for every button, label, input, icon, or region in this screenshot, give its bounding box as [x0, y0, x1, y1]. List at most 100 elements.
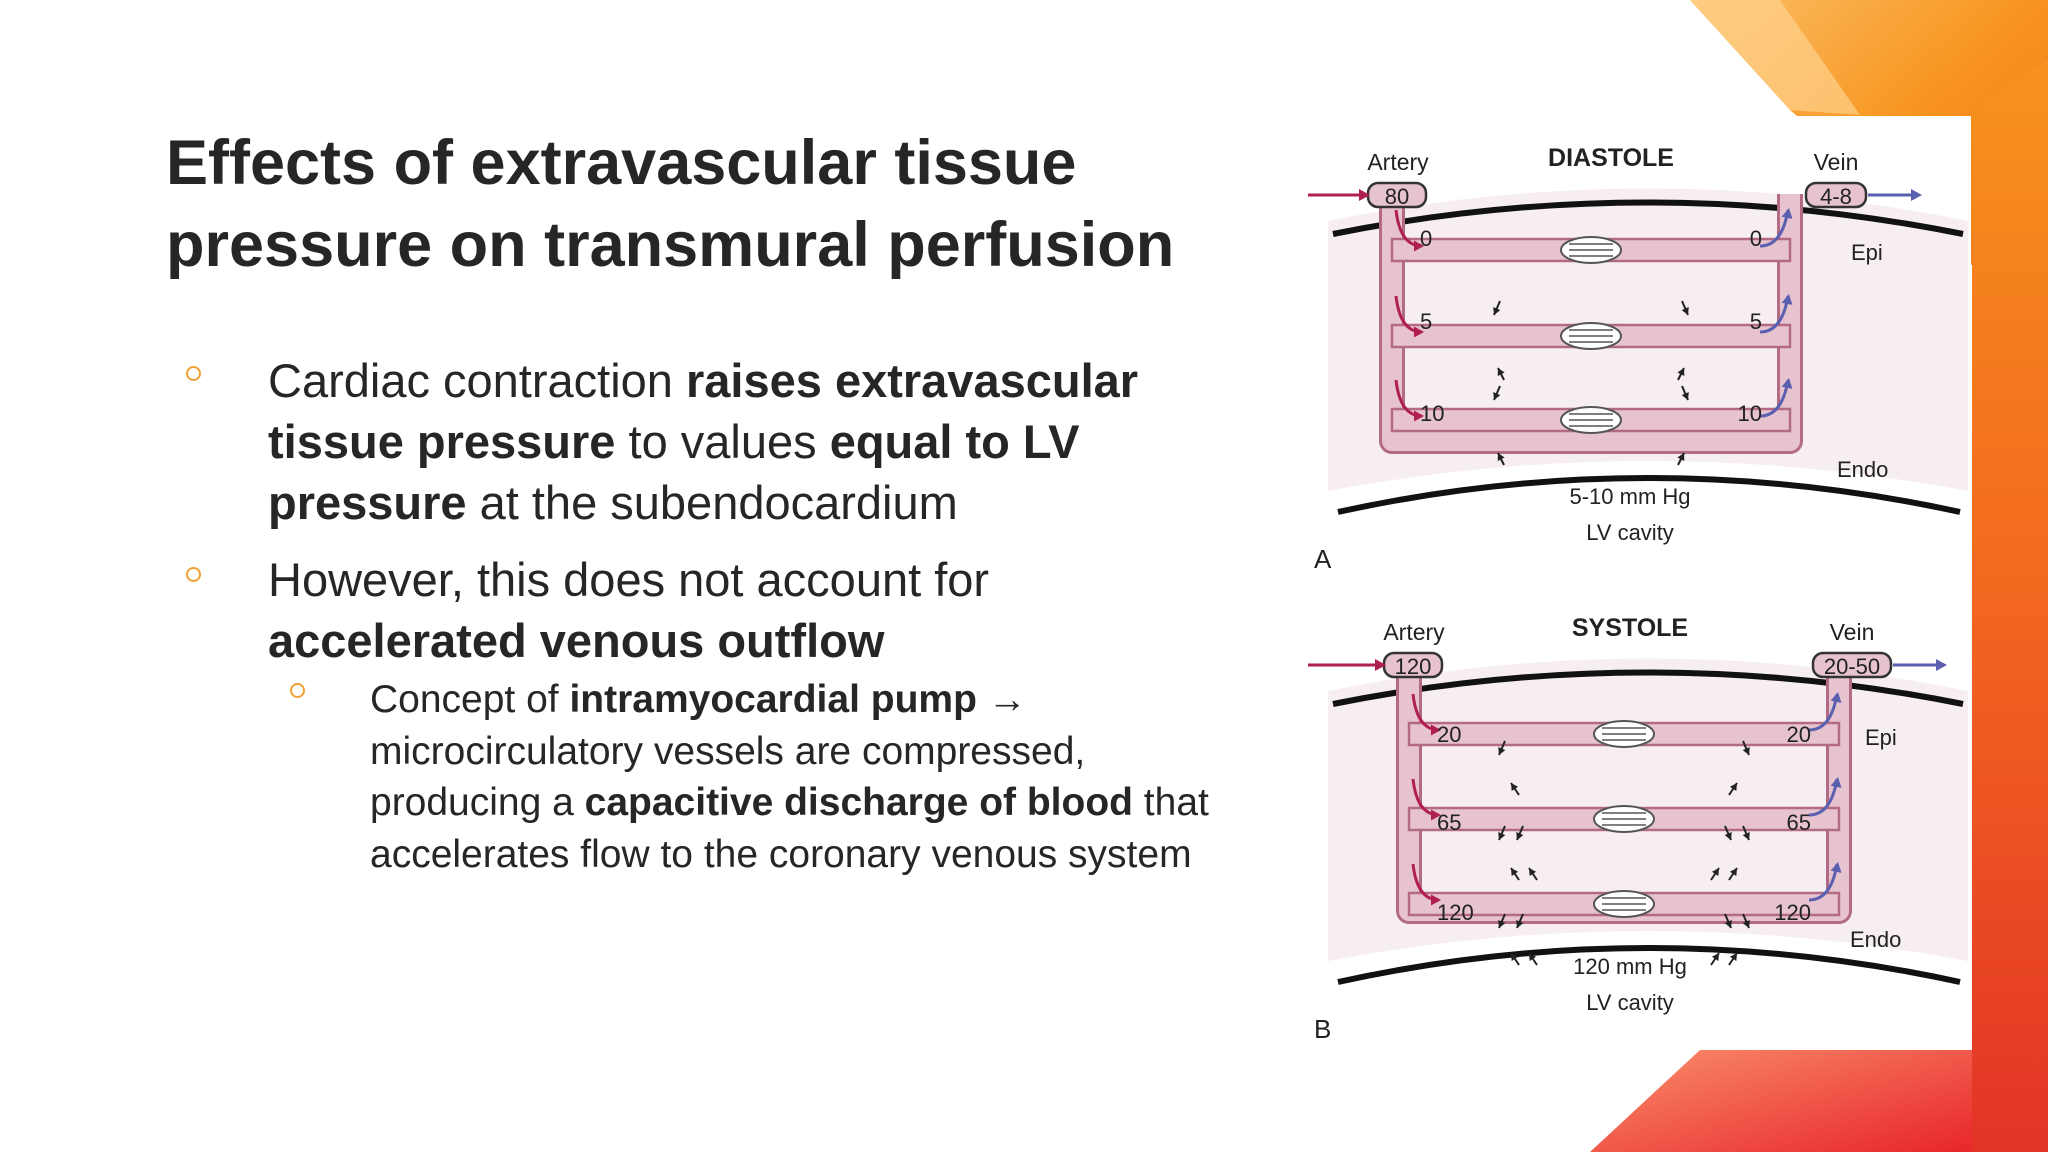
bullet-venous-outflow: However, this does not account for accel…	[268, 549, 1228, 671]
layer-pressure-left: 20	[1437, 722, 1461, 747]
bullet-cardiac-contraction: Cardiac contraction raises extravascular…	[268, 350, 1228, 533]
capillary	[1593, 720, 1655, 748]
panel-letter: A	[1314, 544, 1332, 574]
capillary	[1560, 236, 1622, 264]
compression-arrow-head	[1724, 832, 1732, 840]
vein-flow-arrowhead	[1830, 862, 1842, 873]
epi-label: Epi	[1851, 240, 1883, 265]
artery-inflow-arrowhead	[1375, 658, 1386, 672]
compression-arrow-head	[1742, 920, 1750, 928]
artery-flow-arrowhead	[1431, 894, 1441, 906]
layer-pressure-left: 120	[1437, 900, 1474, 925]
artery-pressure-label: 80	[1385, 184, 1409, 209]
layer-pressure-right: 0	[1750, 226, 1762, 251]
sub-bullet-marker	[290, 683, 305, 698]
compression-arrow-head	[1742, 747, 1750, 755]
vein-label: Vein	[1830, 619, 1875, 645]
panel-letter: B	[1314, 1014, 1331, 1044]
epi-label: Epi	[1865, 725, 1897, 750]
bold-text: capacitive discharge of blood	[584, 781, 1133, 824]
cavity-pressure-label: 120 mm Hg	[1573, 954, 1687, 979]
artery-flow-arrowhead	[1414, 240, 1424, 252]
compression-arrow-head	[1516, 920, 1524, 928]
text-run: that accelerates flow to the coronary ve…	[370, 781, 1209, 876]
vein-flow-arrowhead	[1781, 294, 1793, 305]
compression-arrow-head	[1498, 920, 1506, 928]
phase-title: DIASTOLE	[1548, 144, 1674, 172]
compression-arrow-head	[1729, 783, 1737, 791]
decor-top-highlight	[1690, 0, 1860, 115]
compression-arrow-head	[1711, 953, 1719, 961]
capillary	[1593, 890, 1655, 918]
compression-arrow-head	[1498, 747, 1506, 755]
layer-pressure-right: 120	[1774, 900, 1811, 925]
bullet-marker	[186, 567, 201, 582]
layer-pressure-left: 0	[1420, 226, 1432, 251]
cavity-label: LV cavity	[1586, 520, 1674, 545]
bullet-marker	[186, 366, 201, 381]
compression-arrow-head	[1511, 868, 1519, 876]
compression-arrow-head	[1497, 368, 1505, 376]
phase-title: SYSTOLE	[1572, 614, 1688, 642]
compression-arrow-head	[1677, 453, 1685, 461]
cavity-label: LV cavity	[1586, 990, 1674, 1015]
vein-tube	[1804, 181, 1868, 209]
artery-pressure-label: 120	[1395, 654, 1432, 679]
vein-pressure-label: 4-8	[1820, 184, 1852, 209]
decor-bottom-band	[1590, 1050, 1972, 1152]
capillary	[1560, 406, 1622, 434]
vein-pressure-label: 20-50	[1824, 654, 1880, 679]
compression-arrow-head	[1511, 953, 1519, 961]
layer-pressure-right: 20	[1787, 722, 1811, 747]
bold-text: raises extravascular tissue pressure	[268, 354, 1139, 468]
compression-arrow-head	[1529, 953, 1537, 961]
vessel-frame	[1382, 194, 1800, 451]
endo-label: Endo	[1837, 457, 1888, 482]
compression-arrow-head	[1516, 832, 1524, 840]
capillary	[1560, 322, 1622, 350]
text-run: Cardiac contraction	[268, 354, 686, 407]
text-run: to values	[615, 415, 830, 468]
epicardium-line	[1332, 199, 1964, 237]
sub-bullet-intramyocardial-pump: Concept of intramyocardial pump → microc…	[370, 674, 1230, 880]
compression-arrow-head	[1498, 832, 1506, 840]
compression-arrow-head	[1681, 392, 1689, 400]
artery-flow-arrowhead	[1414, 326, 1424, 338]
vein-outflow-arrowhead	[1936, 658, 1947, 672]
layer-pressure-left: 65	[1437, 810, 1461, 835]
compression-arrow-head	[1497, 453, 1505, 461]
text-run: Concept of	[370, 678, 570, 721]
compression-arrow-head	[1493, 307, 1501, 315]
artery-label: Artery	[1383, 619, 1445, 645]
endo-label: Endo	[1850, 927, 1901, 952]
endocardium-line	[1337, 945, 1961, 985]
compression-arrow-head	[1677, 368, 1685, 376]
artery-label: Artery	[1367, 149, 1429, 175]
text-run: However, this does not account for	[268, 553, 990, 606]
artery-flow-arrowhead	[1414, 410, 1424, 422]
compression-arrow-head	[1511, 783, 1519, 791]
bold-text: accelerated venous outflow	[268, 614, 885, 667]
compression-arrow-head	[1681, 307, 1689, 315]
compression-arrow-head	[1493, 392, 1501, 400]
vein-outflow-arrowhead	[1911, 188, 1922, 202]
text-run: at the subendocardium	[466, 476, 958, 529]
compression-arrow-head	[1729, 868, 1737, 876]
vein-flow-arrowhead	[1781, 208, 1793, 219]
vein-flow-arrowhead	[1830, 777, 1842, 788]
layer-pressure-right: 65	[1787, 810, 1811, 835]
compression-arrow-head	[1724, 920, 1732, 928]
bold-text: intramyocardial pump →	[569, 678, 1027, 721]
layer-pressure-right: 5	[1750, 309, 1762, 334]
slide-title: Effects of extravascular tissue pressure…	[166, 128, 1175, 280]
layer-pressure-left: 5	[1420, 309, 1432, 334]
vein-flow-arrowhead	[1781, 378, 1793, 389]
endocardium-line	[1337, 475, 1961, 515]
layer-pressure-right: 10	[1738, 401, 1762, 426]
compression-arrow-head	[1729, 953, 1737, 961]
layer-pressure-left: 10	[1420, 401, 1444, 426]
text-run: microcirculatory vessels are compressed,…	[370, 729, 1086, 825]
vein-tube	[1811, 651, 1893, 679]
